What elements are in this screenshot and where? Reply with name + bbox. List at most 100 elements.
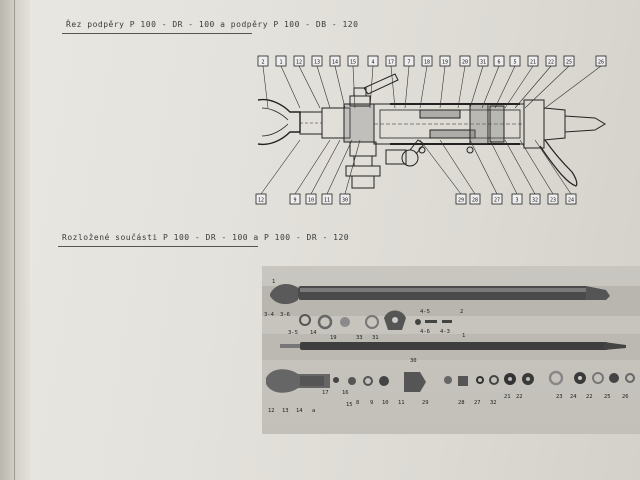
section-heading-cross-section: Řez podpěry P 100 - DR - 100 a podpěry P…: [66, 20, 359, 29]
callout-box: [527, 55, 539, 67]
callout-leader: [489, 139, 518, 195]
callout-leader: [280, 65, 301, 109]
callout-leader: [544, 65, 602, 109]
callout-box: [509, 55, 521, 67]
callout-number: 29: [458, 198, 464, 204]
callout-box: [329, 55, 341, 67]
callout-leader: [260, 139, 301, 195]
part-label: 4-6: [420, 329, 430, 335]
callout-box: [455, 193, 467, 205]
callout-number: 10: [308, 198, 314, 204]
callout-box: [511, 193, 523, 205]
callout-leader: [390, 65, 396, 109]
parts-rods: [266, 284, 626, 393]
callout-box: [439, 55, 451, 67]
part-label: 1: [462, 333, 465, 339]
callout-number: 22: [548, 60, 554, 66]
callout-box: [469, 193, 481, 205]
callout-box: [421, 55, 433, 67]
part-label: 26: [622, 394, 629, 400]
callout-leader: [534, 139, 572, 195]
callout-number: 7: [407, 60, 410, 66]
callout-number: 9: [293, 198, 296, 204]
callout-box: [257, 55, 269, 67]
part-label: 14: [310, 330, 317, 336]
callout-leader: [504, 139, 536, 195]
callout-box: [293, 55, 305, 67]
part-label: a: [312, 408, 315, 414]
callout-number: 27: [494, 198, 500, 204]
callout-number: 15: [350, 60, 356, 66]
part-label: 3-6: [280, 312, 290, 318]
callout-box: [529, 193, 541, 205]
part-label: 14: [296, 408, 303, 414]
callout-number: 13: [314, 60, 320, 66]
page-edge-line: [14, 0, 15, 480]
part-label: 8: [356, 400, 359, 406]
callout-leader: [326, 139, 353, 195]
callout-leader: [344, 139, 361, 195]
part-label: 9: [370, 400, 373, 406]
callout-number: 17: [388, 60, 394, 66]
part-label: 17: [322, 390, 329, 396]
part-label: 32: [490, 400, 497, 406]
callout-leader: [439, 139, 476, 195]
part-label: 25: [604, 394, 611, 400]
callout-leader: [469, 65, 484, 109]
callout-number: 4: [371, 60, 374, 66]
part-label: 21: [504, 394, 511, 400]
callout-leader: [262, 65, 269, 109]
callout-number: 2: [261, 60, 264, 66]
part-label: 1: [272, 279, 275, 285]
parts-small: [299, 310, 635, 392]
part-label: 28: [458, 400, 465, 406]
callout-number: 5: [513, 60, 516, 66]
callout-number: 23: [550, 198, 556, 204]
callout-number: 12: [296, 60, 302, 66]
part-label: 3-4: [264, 312, 275, 318]
callout-box: [595, 55, 607, 67]
heading-underline-2: [58, 246, 258, 247]
part-label: 24: [570, 394, 577, 400]
callout-leader: [294, 139, 331, 195]
callout-number: 25: [566, 60, 572, 66]
callout-number: 3: [515, 198, 518, 204]
callout-box: [367, 55, 379, 67]
callout-leader: [439, 65, 446, 109]
part-label: 4-5: [420, 309, 430, 315]
callout-box: [565, 193, 577, 205]
callout-box: [403, 55, 415, 67]
callout-number: 12: [258, 198, 264, 204]
callout-number: 28: [472, 198, 478, 204]
callout-box: [305, 193, 317, 205]
callout-box: [255, 193, 267, 205]
part-label: 31: [372, 335, 379, 341]
callout-leader: [352, 65, 356, 109]
callout-number: 11: [324, 198, 330, 204]
callout-number: 6: [497, 60, 500, 66]
callout-box: [311, 55, 323, 67]
callout-box: [289, 193, 301, 205]
callout-box: [493, 55, 505, 67]
callout-leader: [310, 139, 341, 195]
callout-box: [547, 193, 559, 205]
callout-number: 18: [424, 60, 430, 66]
part-label: 30: [410, 358, 417, 364]
callout-number: 31: [480, 60, 486, 66]
callout-leader: [298, 65, 321, 109]
part-label: 2: [460, 309, 463, 315]
part-label: 15: [346, 402, 353, 408]
callout-leader: [404, 65, 410, 109]
callout-leader: [519, 139, 554, 195]
binding-edge: [0, 0, 30, 480]
callout-number: 20: [462, 60, 468, 66]
part-label: 13: [282, 408, 289, 414]
part-label: 16: [342, 390, 349, 396]
callout-box: [491, 193, 503, 205]
callout-number: 21: [530, 60, 536, 66]
callout-box: [347, 55, 359, 67]
